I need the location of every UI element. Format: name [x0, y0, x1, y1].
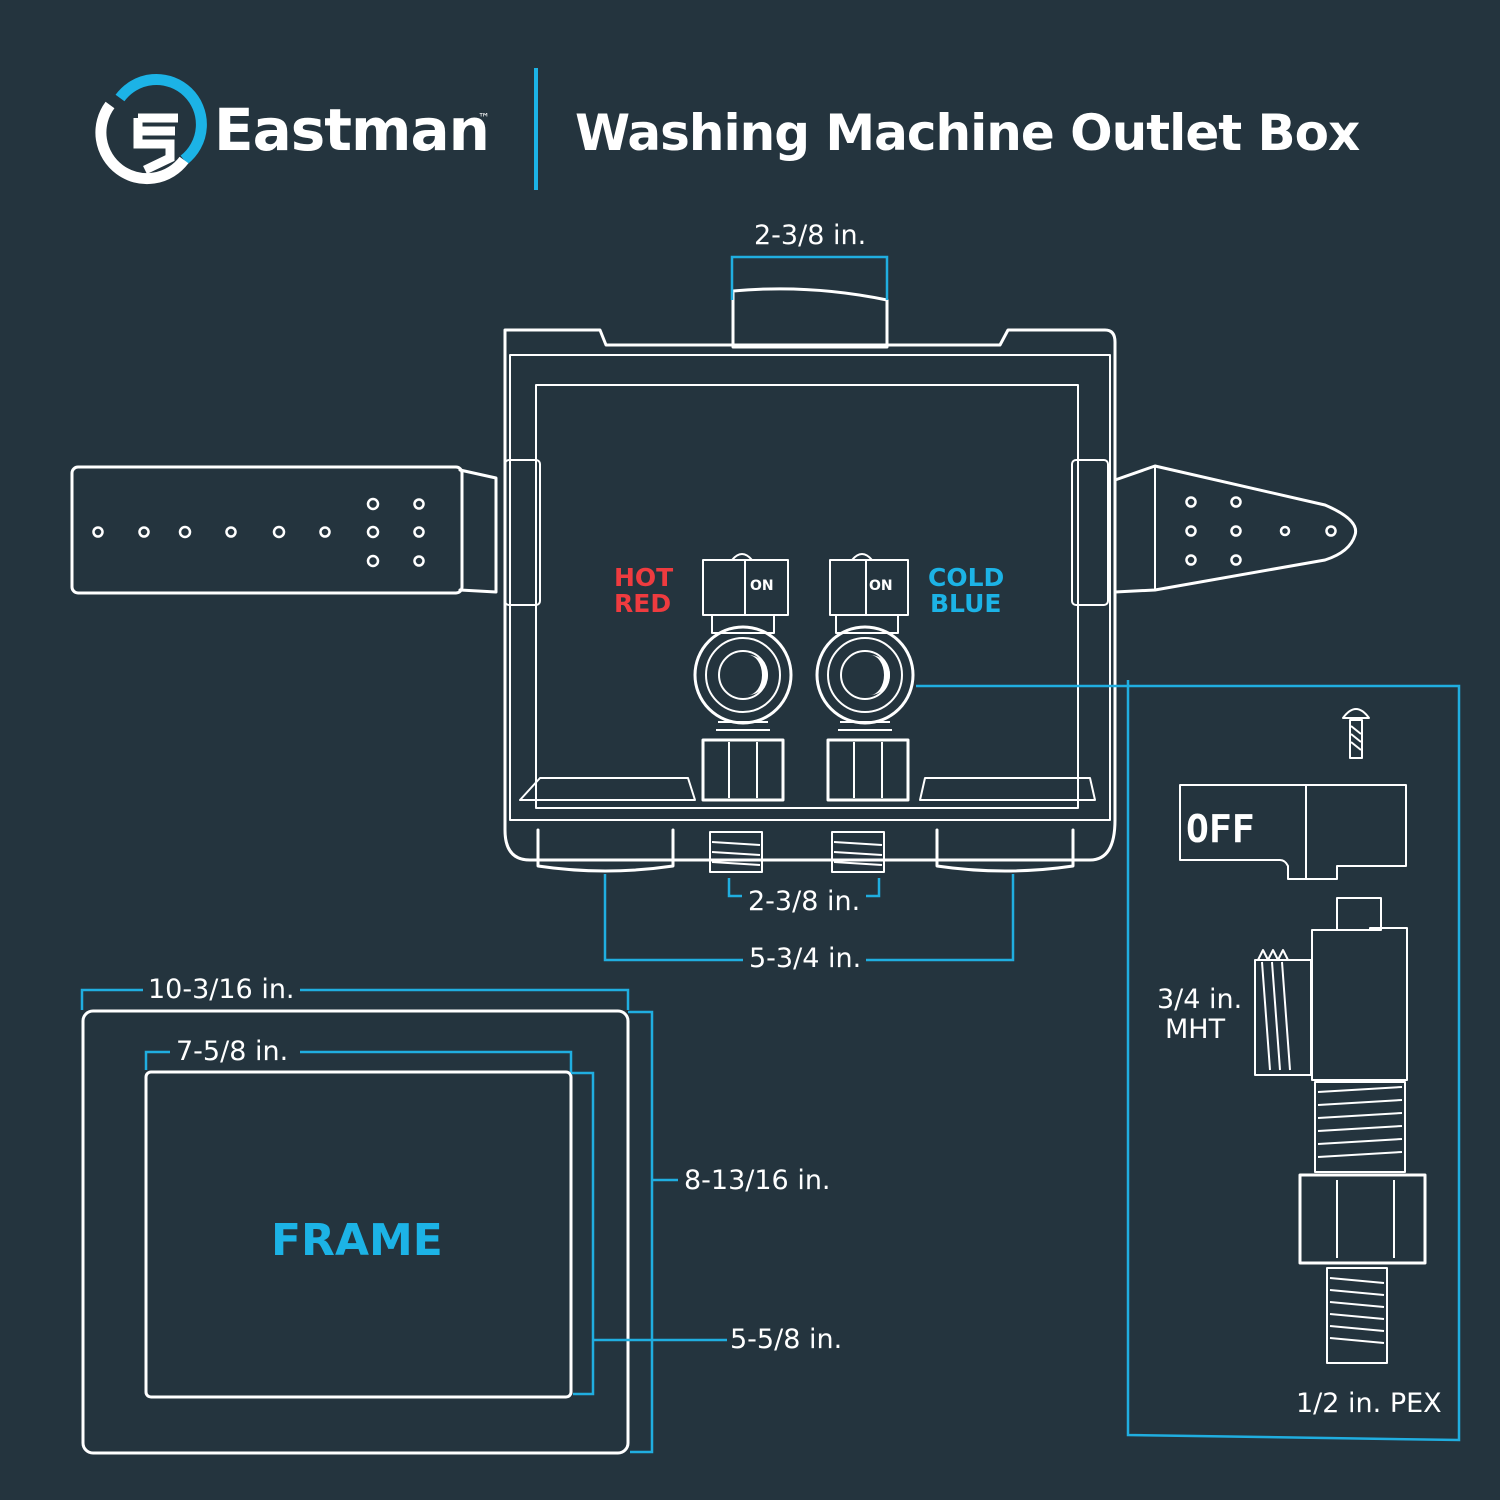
hose-thread-type-label: MHT [1165, 1014, 1226, 1045]
hot-valve: ON [693, 553, 793, 802]
outlet-spacing-dimension-line [603, 874, 1015, 962]
screw-icon [1342, 708, 1370, 759]
frame-outer-outline [81, 1009, 630, 1455]
valve-spacing-label: 2-3/8 in. [748, 886, 860, 917]
valve-detail-callout-box [916, 680, 1461, 1442]
frame-inner-outline [144, 1070, 573, 1399]
red-label: RED [614, 589, 671, 618]
inner-width-label: 7-5/8 in. [176, 1036, 288, 1067]
bottom-outlet-left [536, 828, 675, 873]
top-drain-width-label: 2-3/8 in. [754, 220, 866, 251]
valve-spacing-dimension-line [727, 878, 881, 898]
brand-name: Eastman [214, 96, 489, 164]
outer-height-label: 8-13/16 in. [684, 1165, 831, 1196]
inner-height-label: 5-5/8 in. [730, 1324, 842, 1355]
valve-handle-detail: OFF [1179, 784, 1407, 880]
page-title: Washing Machine Outlet Box [575, 104, 1360, 162]
inner-height-dimension-line [571, 1071, 727, 1396]
cold-valve: ON [815, 553, 915, 802]
hot-label: HOT [614, 563, 673, 592]
outlet-spacing-label: 5-3/4 in. [749, 943, 861, 974]
outlet-box-drawing [503, 287, 1117, 873]
hose-thread-size-label: 3/4 in. [1157, 984, 1242, 1015]
cold-label: COLD [928, 563, 1004, 592]
top-drain-dimension-line [730, 255, 889, 300]
eastman-logo-icon [95, 73, 207, 185]
blue-label: BLUE [930, 589, 1001, 618]
outer-height-dimension-line [628, 1010, 678, 1454]
outer-width-dimension-line [80, 988, 630, 1010]
frame-label: FRAME [271, 1215, 443, 1266]
pex-connection-label: 1/2 in. PEX [1296, 1388, 1442, 1419]
outer-width-label: 10-3/16 in. [148, 974, 295, 1005]
bottom-outlet-right [935, 828, 1075, 873]
inner-width-dimension-line [144, 1050, 573, 1072]
trademark-symbol: ™ [478, 111, 490, 125]
cold-valve-on-label: ON [869, 578, 893, 594]
off-label: OFF [1186, 807, 1255, 851]
right-mounting-bracket [1113, 464, 1358, 594]
top-drain-stub [731, 287, 889, 349]
left-mounting-bracket [70, 465, 498, 595]
valve-body-detail [1254, 897, 1427, 1364]
hot-valve-on-label: ON [750, 578, 774, 594]
